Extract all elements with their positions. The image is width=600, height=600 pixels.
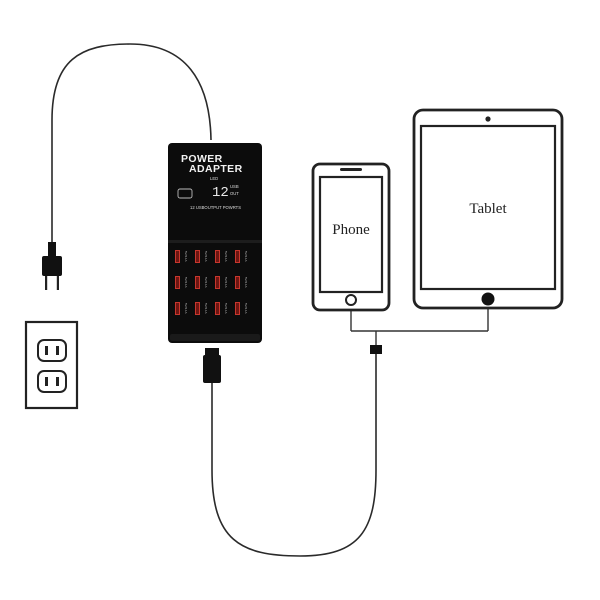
hub-led-label: LED	[210, 176, 218, 181]
usb-port-label: 5V/2.1A	[204, 303, 208, 314]
usb-port: 5V/2.1A	[195, 250, 208, 263]
hub-title-line1: POWER	[181, 153, 223, 165]
usb-port: 5V/2.1A	[215, 276, 228, 289]
hub-usb-plug	[203, 348, 221, 383]
phone-home-button	[345, 294, 357, 306]
usb-port-label: 5V/2.1A	[224, 251, 228, 262]
usb-port: 5V/2.1A	[195, 276, 208, 289]
usb-port: 5V/2.1A	[215, 302, 228, 315]
usb-port: 5V/2.1A	[235, 250, 248, 263]
usb-port-label: 5V/2.1A	[244, 303, 248, 314]
phone-label: Phone	[332, 222, 370, 238]
tablet-label: Tablet	[469, 201, 507, 217]
usb-port: 5V/2.1A	[235, 276, 248, 289]
usb-power-adapter: POWER ADAPTER LED 12 USB OUT 12 USBOUTPU…	[168, 143, 262, 343]
usb-port-label: 5V/2.1A	[244, 251, 248, 262]
usb-port-label: 5V/2.1A	[244, 277, 248, 288]
tablet-home-button	[481, 292, 495, 306]
charging-cable	[211, 352, 377, 557]
usb-port-label: 5V/2.1A	[184, 277, 188, 288]
hub-display-unit-top: USB	[230, 184, 239, 189]
hub-display-unit-bottom: OUT	[230, 191, 239, 196]
splitter-connector	[370, 345, 382, 354]
phone-device: Phone	[311, 162, 391, 312]
usb-port: 5V/2.1A	[175, 276, 188, 289]
usb-port-label: 5V/2.1A	[184, 303, 188, 314]
usb-port: 5V/2.1A	[235, 302, 248, 315]
usb-port-grid: 5V/2.1A 5V/2.1A 5V/2.1A 5V/2.1A 5V/2.1A 5V/2.…	[175, 250, 248, 315]
tablet-device: Tablet	[412, 108, 564, 310]
usb-port-label: 5V/2.1A	[224, 303, 228, 314]
splitter-wires	[350, 307, 489, 345]
wall-outlet	[24, 320, 79, 410]
hub-subtitle: 12 USBOUTPUT POWRTS	[190, 205, 241, 210]
usb-port: 5V/2.1A	[215, 250, 228, 263]
usb-port: 5V/2.1A	[175, 302, 188, 315]
usb-port: 5V/2.1A	[175, 250, 188, 263]
usb-port-label: 5V/2.1A	[184, 251, 188, 262]
hub-display-count: 12	[212, 185, 229, 201]
hub-power-button	[177, 188, 193, 199]
hub-title-line2: ADAPTER	[189, 163, 243, 175]
power-cable	[51, 43, 212, 246]
usb-port-label: 5V/2.1A	[204, 277, 208, 288]
wall-plug	[42, 242, 62, 290]
usb-port-label: 5V/2.1A	[224, 277, 228, 288]
usb-port: 5V/2.1A	[195, 302, 208, 315]
usb-port-label: 5V/2.1A	[204, 251, 208, 262]
